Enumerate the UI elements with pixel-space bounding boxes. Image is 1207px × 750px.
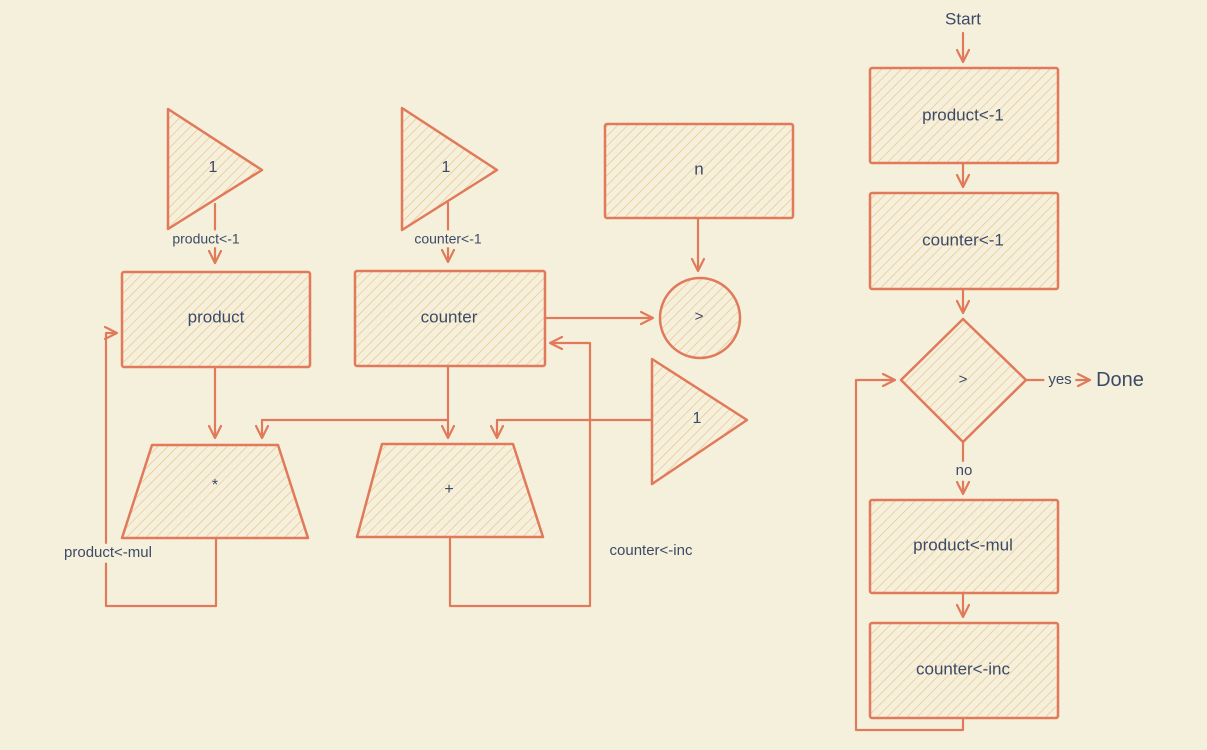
operator-add-label: +: [444, 481, 454, 499]
wire-label-product-loop: product<-mul: [60, 543, 156, 563]
constant-triangle-product-one[interactable]: [166, 107, 264, 231]
wire-counter-branch-to-mul[interactable]: [254, 418, 450, 440]
operator-add-trapezoid[interactable]: [355, 442, 545, 539]
flow-step-product-mul-label: product<-mul: [913, 535, 1013, 555]
flow-done-label: Done: [1096, 369, 1144, 391]
constant-triangle-counter-one[interactable]: [400, 106, 499, 232]
flow-step-counter-inc-label: counter<-inc: [915, 659, 1011, 679]
wire-mul-to-product-loop[interactable]: [103, 325, 218, 608]
test-gt-circle[interactable]: [658, 276, 742, 360]
wire-label-counter-init: counter<-1: [410, 230, 486, 248]
wire-label-product-init: product<-1: [168, 230, 244, 248]
constant-product-one-label: 1: [208, 159, 218, 177]
wire-label-counter-loop: counter<-inc: [609, 541, 693, 559]
wire-one-to-add[interactable]: [489, 418, 654, 440]
flow-wire-loop-back[interactable]: [854, 372, 965, 732]
register-n-label: n: [694, 159, 704, 179]
operator-mul-trapezoid[interactable]: [120, 443, 310, 540]
constant-counter-one-label: 1: [441, 159, 451, 177]
test-gt-label: >: [694, 307, 704, 325]
flow-no-label: no: [951, 461, 977, 481]
operator-mul-label: *: [211, 477, 219, 495]
flow-step-counter-init-label: counter<-1: [922, 230, 1004, 250]
flow-yes-label: yes: [1044, 370, 1076, 390]
flow-start-label: Start: [945, 9, 981, 29]
constant-triangle-inc-one[interactable]: [650, 357, 749, 486]
constant-inc-one-label: 1: [692, 410, 702, 428]
wire-add-to-counter-loop[interactable]: [448, 335, 592, 608]
flow-decision-label: >: [958, 370, 968, 388]
register-product-label: product: [187, 307, 245, 327]
register-n-box[interactable]: [603, 122, 795, 220]
flow-step-product-init-label: product<-1: [922, 105, 1004, 125]
register-counter-label: counter: [420, 307, 478, 327]
